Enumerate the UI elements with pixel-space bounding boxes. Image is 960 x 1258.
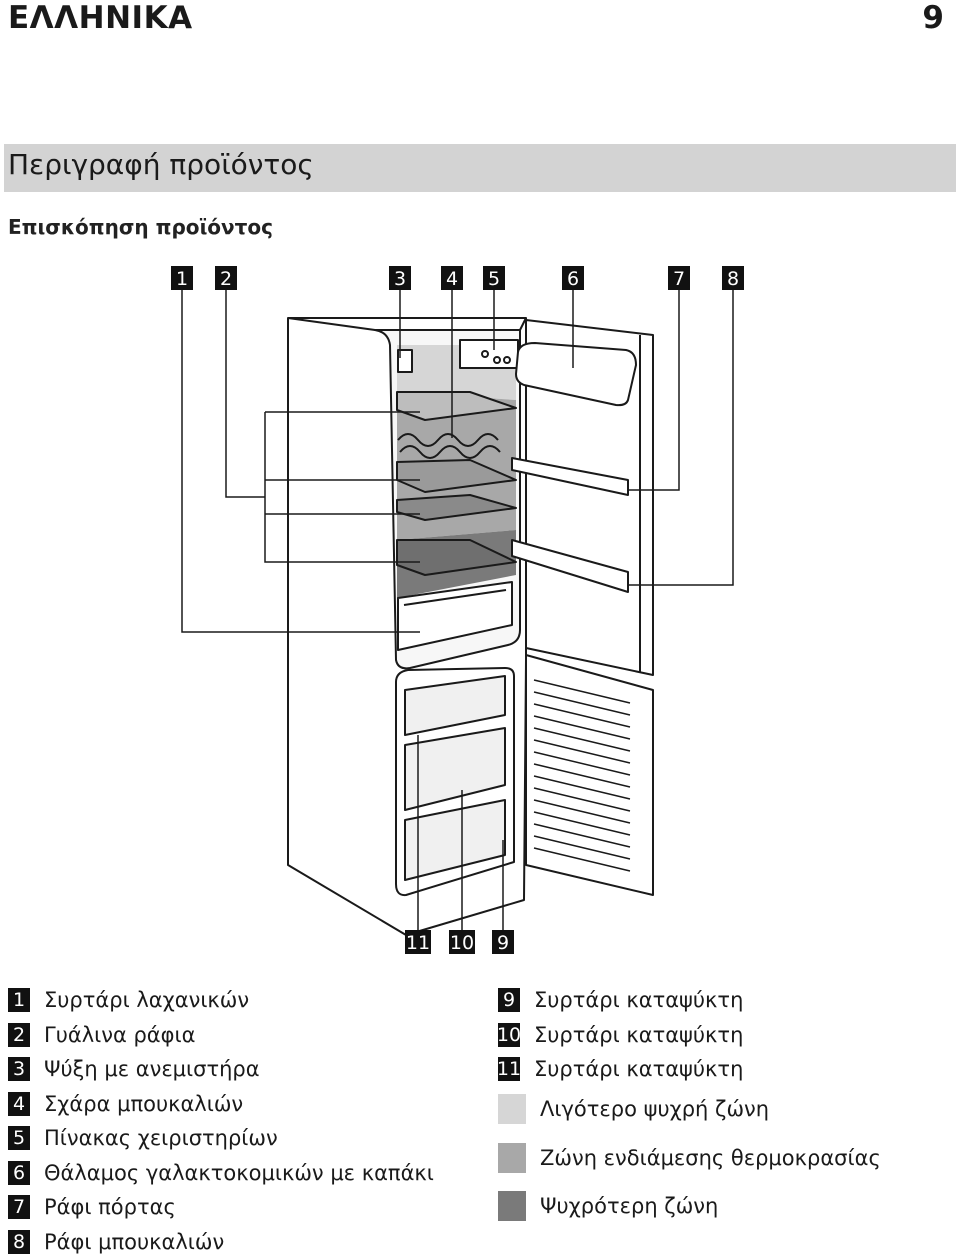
callout-4: 4	[441, 266, 463, 290]
legend-number: 7	[8, 1195, 30, 1219]
fan-vent	[397, 349, 413, 373]
legend-label: Ράφι μπουκαλιών	[44, 1230, 225, 1254]
legend-item-2: 2 Γυάλινα ράφια	[8, 1021, 195, 1049]
legend-number: 8	[8, 1230, 30, 1254]
glass-shelf-3	[396, 494, 517, 521]
legend-number: 9	[498, 988, 520, 1012]
header-language: ΕΛΛΗΝΙΚΑ	[8, 0, 193, 36]
callout-1: 1	[171, 266, 193, 290]
legend-item-6: 6 Θάλαμος γαλακτοκομικών με καπάκι	[8, 1159, 434, 1187]
zone-label: Ζώνη ενδιάμεσης θερμοκρασίας	[540, 1146, 881, 1170]
legend-item-4: 4 Σχάρα μπουκαλιών	[8, 1090, 243, 1118]
legend-label: Σχάρα μπουκαλιών	[44, 1092, 244, 1116]
legend-item-3: 3 Ψύξη με ανεμιστήρα	[8, 1055, 260, 1083]
fridge-diagram: 1 2 3 4 5 6 7 8 11 10 9	[171, 266, 744, 954]
zone-swatch	[498, 1191, 526, 1221]
zone-item-medium: Ζώνη ενδιάμεσης θερμοκρασίας	[498, 1143, 881, 1173]
legend-item-8: 8 Ράφι μπουκαλιών	[8, 1228, 224, 1256]
callout-6: 6	[562, 266, 584, 290]
svg-text:6: 6	[567, 268, 579, 290]
legend-item-11: 11 Συρτάρι καταψύκτη	[496, 1055, 744, 1083]
svg-text:10: 10	[450, 932, 474, 954]
callout-9: 9	[492, 930, 514, 954]
legend-label: Συρτάρι λαχανικών	[44, 988, 250, 1012]
legend-label: Συρτάρι καταψύκτη	[534, 988, 744, 1012]
zone-label: Ψυχρότερη ζώνη	[540, 1194, 719, 1218]
door-bottle-shelf	[511, 539, 629, 593]
svg-text:2: 2	[220, 268, 232, 290]
callout-11: 11	[405, 930, 431, 954]
svg-text:1: 1	[176, 268, 188, 290]
legend-number: 4	[8, 1092, 30, 1116]
legend-item-10: 10 Συρτάρι καταψύκτη	[496, 1021, 744, 1049]
legend-number: 3	[8, 1057, 30, 1081]
legend-item-5: 5 Πίνακας χειριστηρίων	[8, 1124, 278, 1152]
legend-number: 2	[8, 1023, 30, 1047]
zone-item-coldest: Ψυχρότερη ζώνη	[498, 1191, 718, 1221]
callout-7: 7	[668, 266, 690, 290]
svg-text:5: 5	[488, 268, 500, 290]
legend-label: Θάλαμος γαλακτοκομικών με καπάκι	[44, 1161, 434, 1185]
svg-text:8: 8	[727, 268, 739, 290]
legend-item-9: 9 Συρτάρι καταψύκτη	[498, 986, 743, 1014]
freezer-door	[525, 654, 654, 896]
svg-text:9: 9	[497, 932, 509, 954]
svg-text:7: 7	[673, 268, 685, 290]
legend-number: 1	[8, 988, 30, 1012]
svg-text:3: 3	[394, 268, 406, 290]
svg-text:4: 4	[446, 268, 458, 290]
door-shelf	[511, 457, 629, 496]
dairy-compartment	[515, 342, 637, 407]
freezer-drawer-mid	[404, 727, 506, 811]
freezer-drawer-bottom	[404, 799, 506, 881]
zone-item-least-cold: Λιγότερο ψυχρή ζώνη	[498, 1094, 769, 1124]
legend-label: Ψύξη με ανεμιστήρα	[44, 1057, 260, 1081]
callout-8: 8	[722, 266, 744, 290]
freezer-drawer-top	[404, 675, 506, 736]
callout-3: 3	[389, 266, 411, 290]
svg-text:11: 11	[406, 932, 430, 954]
page-number: 9	[922, 0, 944, 36]
legend-label: Συρτάρι καταψύκτη	[534, 1057, 744, 1081]
callout-2: 2	[215, 266, 237, 290]
legend-number: 10	[496, 1023, 522, 1047]
glass-shelf-4	[396, 539, 517, 576]
freezer-door-ribs	[533, 679, 631, 872]
zone-swatch	[498, 1094, 526, 1124]
bottle-rack	[397, 433, 501, 459]
subsection-title: Επισκόπηση προϊόντος	[8, 215, 274, 239]
legend-label: Συρτάρι καταψύκτη	[534, 1023, 744, 1047]
section-title-bar	[4, 144, 956, 192]
glass-shelf-1	[396, 391, 517, 421]
legend-number: 6	[8, 1161, 30, 1185]
glass-shelf-2	[396, 459, 517, 493]
legend-label: Γυάλινα ράφια	[44, 1023, 196, 1047]
legend-number: 5	[8, 1126, 30, 1150]
zone-label: Λιγότερο ψυχρή ζώνη	[540, 1097, 770, 1121]
callout-10: 10	[449, 930, 475, 954]
legend-item-1: 1 Συρτάρι λαχανικών	[8, 986, 249, 1014]
zone-swatch	[498, 1143, 526, 1173]
legend-label: Ράφι πόρτας	[44, 1195, 176, 1219]
legend-number: 11	[496, 1057, 522, 1081]
section-title: Περιγραφή προϊόντος	[8, 148, 314, 181]
legend-label: Πίνακας χειριστηρίων	[44, 1126, 278, 1150]
callout-5: 5	[483, 266, 505, 290]
legend-item-7: 7 Ράφι πόρτας	[8, 1193, 176, 1221]
